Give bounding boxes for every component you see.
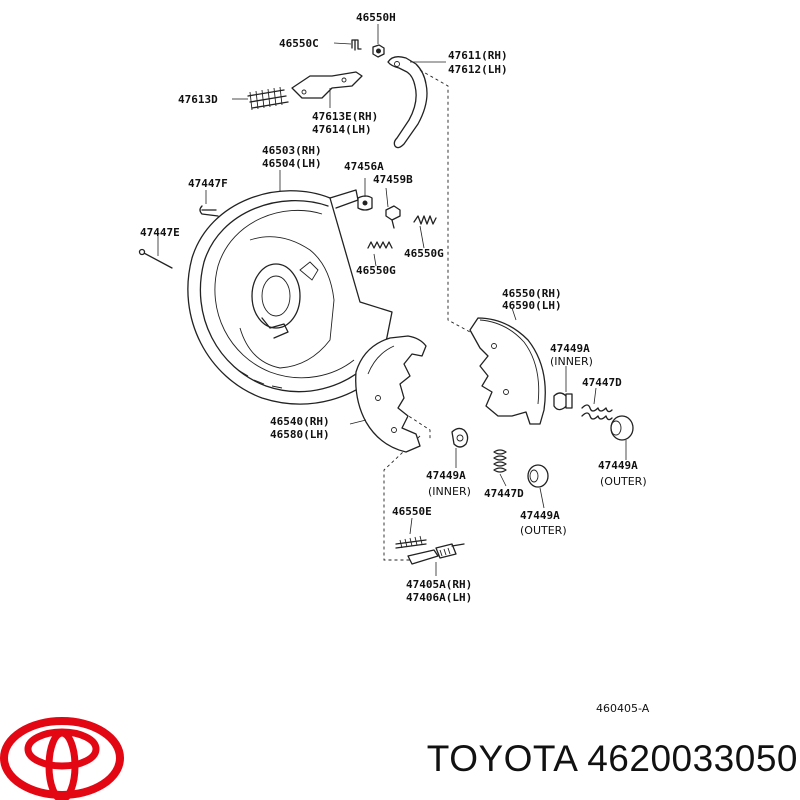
- label-47447e: 47447E: [140, 226, 180, 239]
- part-47449a-inner-right: [553, 366, 573, 411]
- part-47449a-outer-right: [610, 415, 634, 460]
- part-46550c: [333, 39, 362, 51]
- label-46550-rh: 46550(RH): [502, 287, 562, 300]
- label-47449a-1: 47449A: [550, 342, 590, 355]
- label-46550g-a: 46550G: [404, 247, 444, 260]
- part-47447f: [199, 190, 219, 217]
- label-46590-lh: 46590(LH): [502, 299, 562, 312]
- label-47449a-2: 47449A: [598, 459, 638, 472]
- label-47456a: 47456A: [344, 160, 384, 173]
- part-47447d-spring-right: [581, 387, 613, 421]
- part-47449a-outer-lower: [527, 464, 549, 509]
- part-46550h: [372, 24, 385, 58]
- brand-part-number: TOYOTA 4620033050: [426, 738, 798, 779]
- label-47611: 47611(RH): [448, 49, 508, 62]
- guide-line-adjuster: [383, 435, 421, 561]
- label-47447d-2: 47447D: [484, 487, 524, 500]
- guide-line-lever: [419, 69, 471, 333]
- part-46550g-springs: [367, 215, 437, 267]
- label-47613e: 47613E(RH): [312, 110, 378, 123]
- diagram-code: 460405-A: [596, 702, 650, 715]
- part-47611-lever: [387, 56, 446, 149]
- label-47447f: 47447F: [188, 177, 228, 190]
- part-47613d: [232, 86, 289, 111]
- part-47447d-spring-lower: [493, 449, 507, 487]
- part-47613e: [291, 71, 363, 108]
- label-46540: 46540(RH): [270, 415, 330, 428]
- part-47447e: [138, 236, 173, 269]
- label-47449a-3: 47449A: [426, 469, 466, 482]
- label-46550h: 46550H: [356, 11, 396, 24]
- label-47406a: 47406A(LH): [406, 591, 472, 604]
- part-47405a-adjuster: [407, 543, 465, 576]
- label-46503: 46503(RH): [262, 144, 322, 157]
- label-47613d: 47613D: [178, 93, 218, 106]
- label-46580: 46580(LH): [270, 428, 330, 441]
- label-47449a-1-sub: (INNER): [550, 355, 593, 368]
- label-47614: 47614(LH): [312, 123, 372, 136]
- label-47459b: 47459B: [373, 173, 413, 186]
- label-46504: 46504(LH): [262, 157, 322, 170]
- part-47456a: [357, 178, 373, 211]
- part-46550-shoe: [469, 307, 546, 425]
- part-46550e-spring: [395, 517, 427, 549]
- label-47447d-1: 47447D: [582, 376, 622, 389]
- label-47449a-4: 47449A: [520, 509, 560, 522]
- part-47459b: [385, 187, 401, 229]
- label-47449a-2-sub: (OUTER): [600, 475, 647, 488]
- part-47449a-inner-lower: [451, 427, 469, 468]
- label-47449a-3-sub: (INNER): [428, 485, 471, 498]
- part-46540-shoe: [349, 335, 427, 453]
- part-46503-backing-plate: [187, 170, 393, 405]
- label-47405a: 47405A(RH): [406, 578, 472, 591]
- label-46550e: 46550E: [392, 505, 432, 518]
- label-47449a-4-sub: (OUTER): [520, 524, 567, 537]
- label-46550c: 46550C: [279, 37, 319, 50]
- label-47612: 47612(LH): [448, 63, 508, 76]
- label-46550g-b: 46550G: [356, 264, 396, 277]
- toyota-logo-icon: [0, 717, 124, 800]
